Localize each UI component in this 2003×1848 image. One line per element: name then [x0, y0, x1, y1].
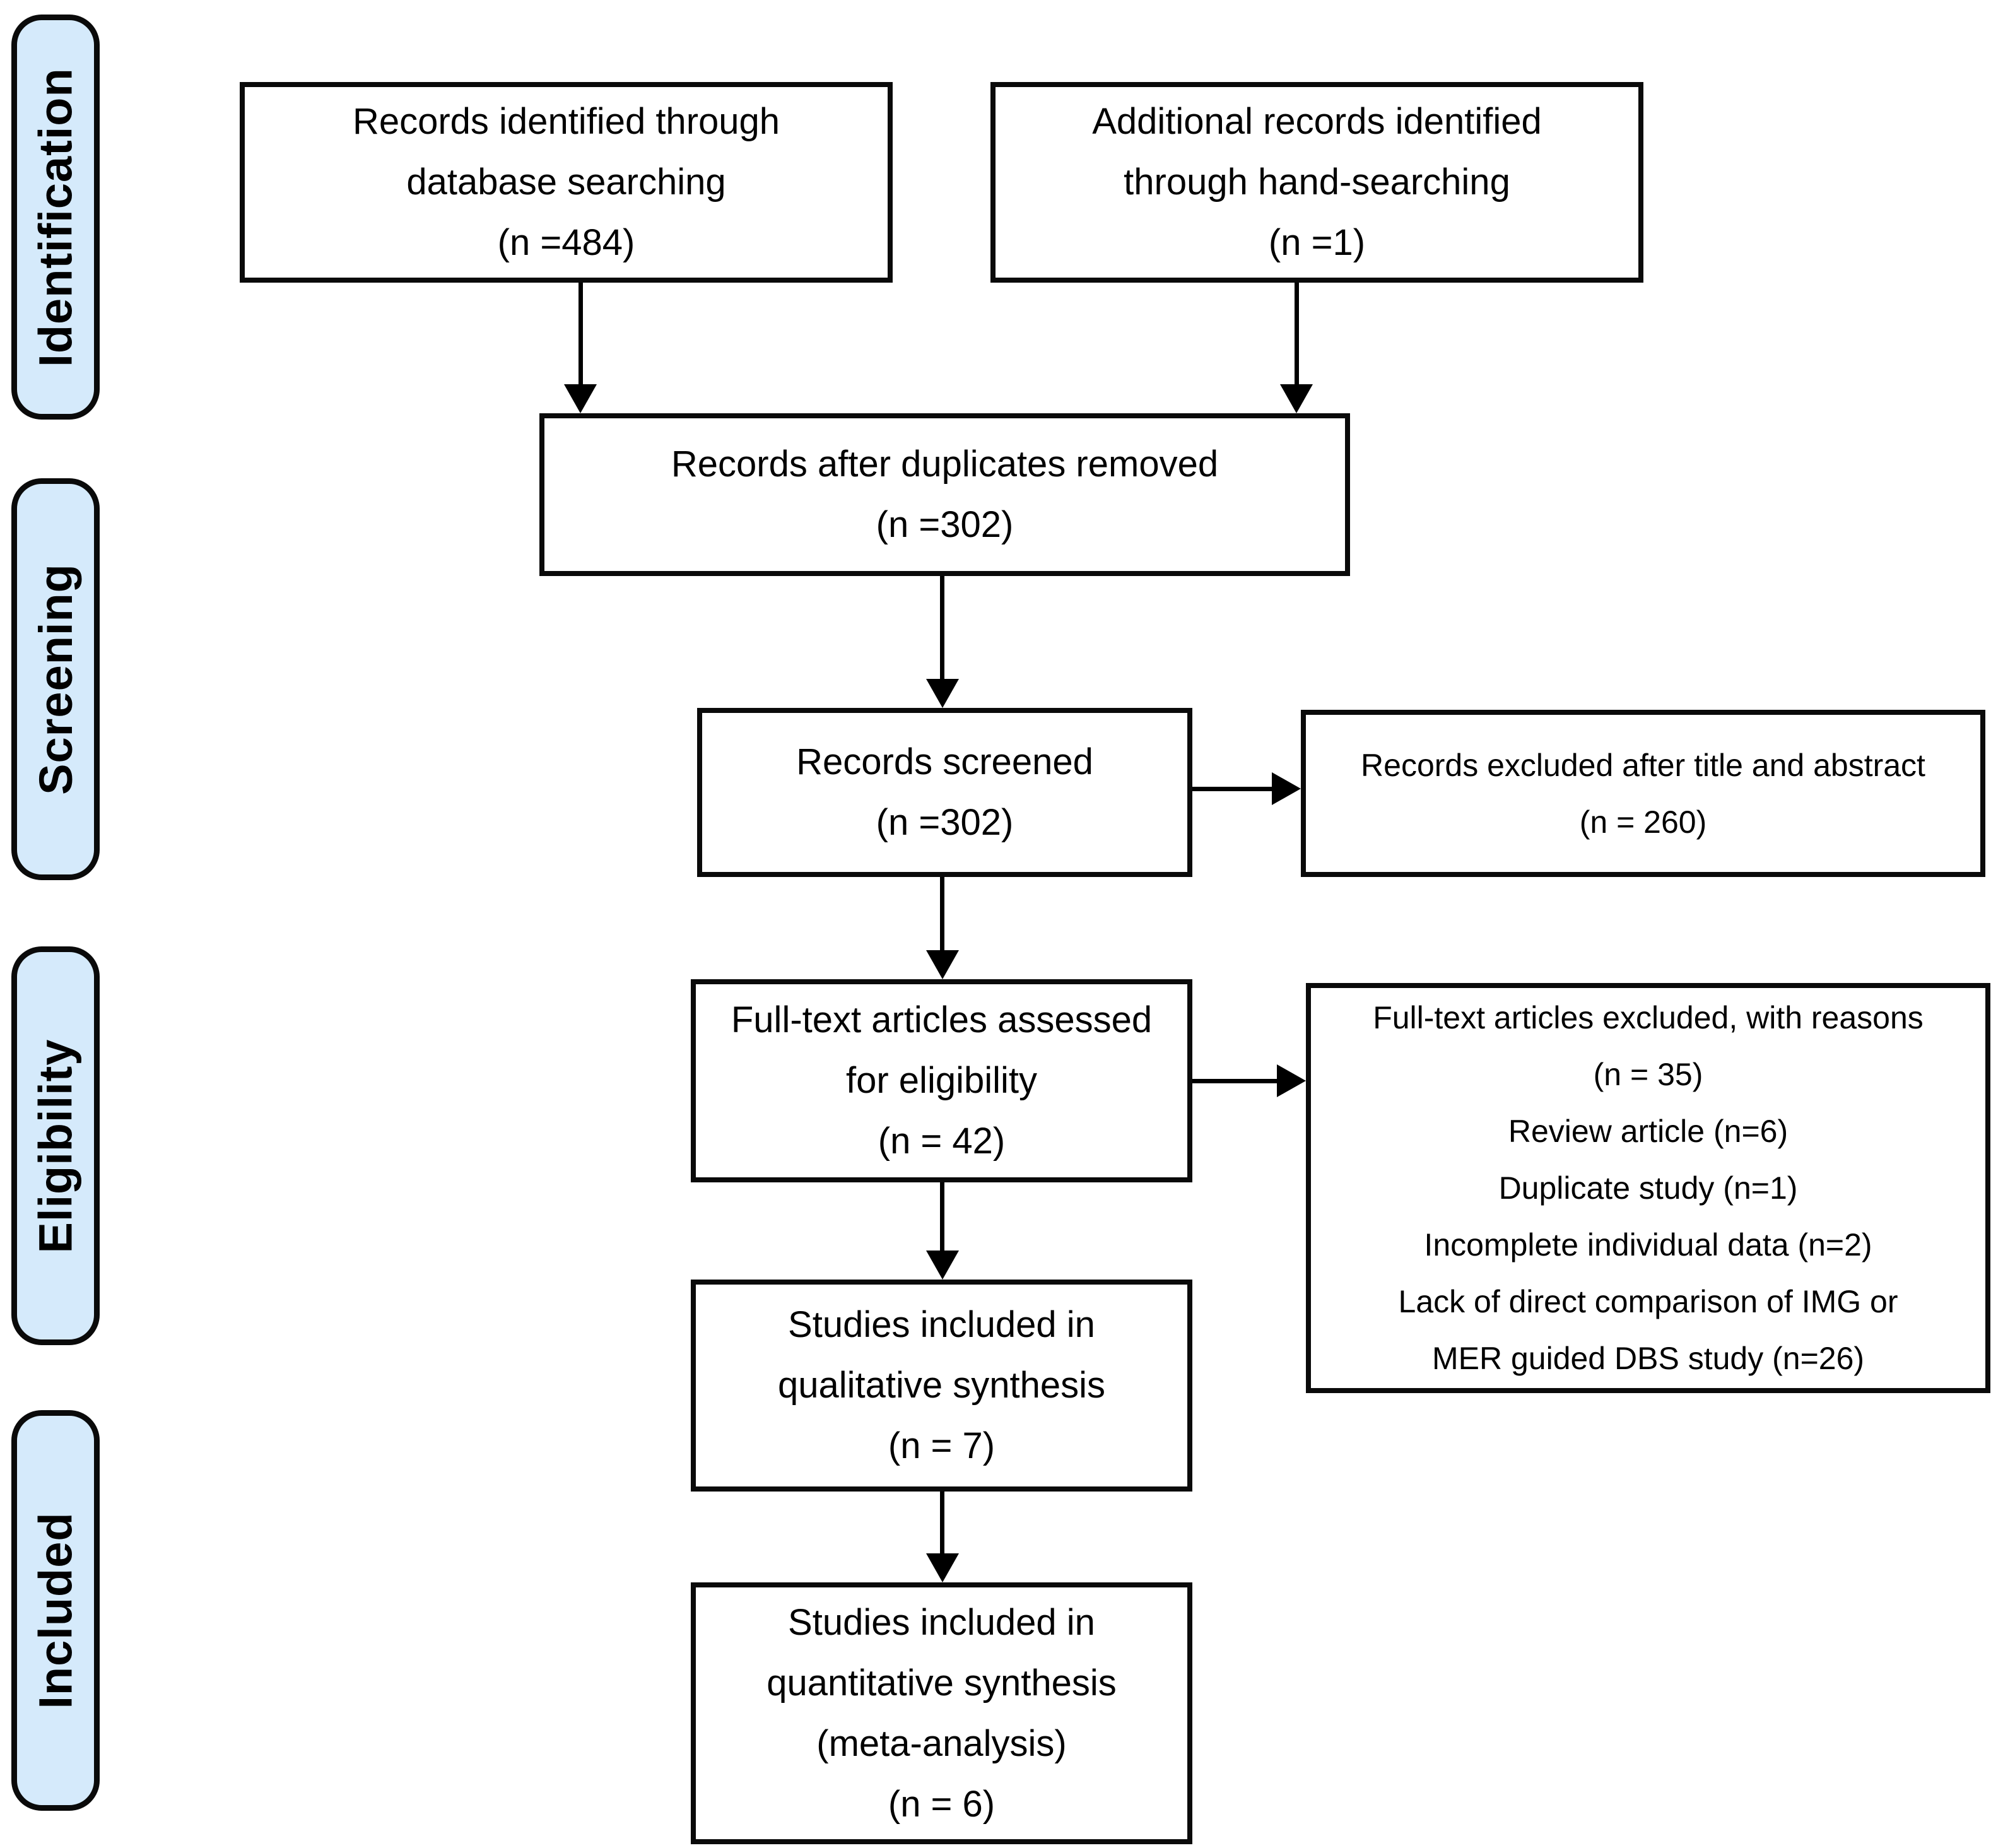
node-records-screened: Records screened (n =302) [697, 708, 1192, 877]
node-studies-qualitative-synthesis: Studies included in qualitative synthesi… [691, 1280, 1192, 1492]
node-text-line: Records screened [796, 741, 1093, 782]
node-text-line: (n =1) [1268, 222, 1366, 263]
node-text-line: (n =302) [876, 802, 1014, 843]
arrow-line [940, 877, 944, 953]
node-text-line: (n = 7) [888, 1425, 996, 1466]
node-text-line: (n = 260) [1579, 804, 1707, 840]
node-text-line: Studies included in [788, 1601, 1095, 1643]
node-text-line: for eligibility [846, 1060, 1037, 1101]
node-text-line: Records excluded after title and abstrac… [1361, 747, 1925, 783]
arrow-head-right-icon [1277, 1064, 1306, 1097]
node-records-after-duplicates-removed: Records after duplicates removed (n =302… [539, 413, 1350, 576]
arrow-head-right-icon [1272, 772, 1301, 805]
node-text-line: quantitative synthesis [767, 1662, 1117, 1704]
arrow-line [1192, 787, 1274, 791]
node-fulltext-excluded-with-reasons: Full-text articles excluded, with reason… [1306, 983, 1990, 1393]
arrow-head-down-icon [926, 950, 959, 979]
arrow-line [1192, 1079, 1278, 1083]
node-text-line: database searching [406, 162, 726, 203]
arrow-head-down-icon [926, 679, 959, 708]
node-text-line: Records after duplicates removed [671, 444, 1219, 485]
arrow-line [940, 576, 944, 681]
node-text-line: (n = 6) [888, 1783, 996, 1825]
stage-label-screening: Screening [29, 563, 82, 795]
node-text-line: Additional records identified [1092, 101, 1542, 142]
stage-identification: Identification [11, 15, 100, 420]
node-text-line: (n =484) [497, 222, 635, 263]
node-additional-records-hand-search: Additional records identified through ha… [990, 82, 1643, 283]
node-text-line: through hand-searching [1124, 162, 1510, 203]
node-text-line: MER guided DBS study (n=26) [1431, 1341, 1865, 1376]
arrow-head-down-icon [926, 1553, 959, 1582]
node-studies-quantitative-synthesis: Studies included in quantitative synthes… [691, 1582, 1192, 1844]
stage-eligibility: Eligibility [11, 946, 100, 1345]
node-text-line: Lack of direct comparison of IMG or [1398, 1284, 1898, 1319]
node-text-line: (n =302) [876, 504, 1014, 545]
node-text-line: Records identified through [352, 101, 780, 142]
node-text-line: Full-text articles assessed [731, 999, 1153, 1040]
node-records-identified-database: Records identified through database sear… [240, 82, 893, 283]
arrow-line [940, 1492, 944, 1556]
node-text-line: Incomplete individual data (n=2) [1424, 1227, 1872, 1262]
node-text-line: (n = 35) [1593, 1057, 1703, 1092]
node-text-line: Studies included in [788, 1304, 1095, 1345]
node-text-line: (n = 42) [878, 1121, 1006, 1162]
stage-included: Included [11, 1410, 100, 1811]
stage-label-eligibility: Eligibility [29, 1039, 82, 1253]
node-fulltext-assessed-eligibility: Full-text articles assessed for eligibil… [691, 979, 1192, 1182]
node-records-excluded-title-abstract: Records excluded after title and abstrac… [1301, 710, 1985, 877]
stage-label-included: Included [29, 1512, 82, 1709]
arrow-line [1295, 283, 1299, 387]
node-text-line: qualitative synthesis [777, 1365, 1106, 1406]
node-text-line: Review article (n=6) [1508, 1114, 1789, 1149]
stage-label-identification: Identification [29, 67, 82, 367]
node-text-line: (meta-analysis) [816, 1722, 1067, 1764]
node-text-line: Full-text articles excluded, with reason… [1373, 1000, 1924, 1035]
arrow-head-down-icon [1280, 384, 1313, 413]
stage-screening: Screening [11, 478, 100, 880]
node-text-line: Duplicate study (n=1) [1498, 1170, 1798, 1206]
arrow-line [579, 283, 583, 387]
arrow-line [940, 1182, 944, 1253]
arrow-head-down-icon [926, 1251, 959, 1280]
arrow-head-down-icon [564, 384, 597, 413]
